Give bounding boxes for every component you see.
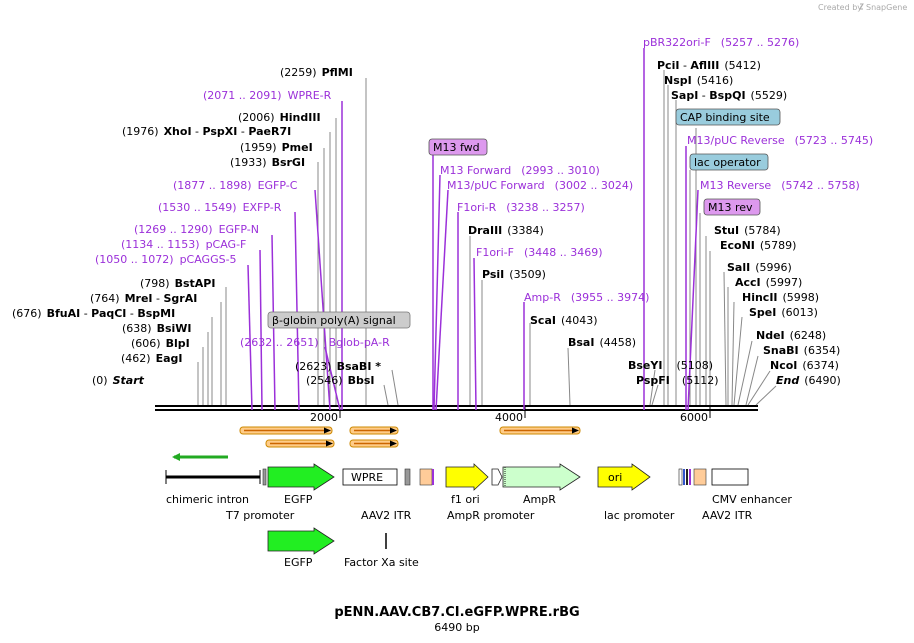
site-label-econi: EcoNI(5789) — [720, 239, 796, 252]
primer-label-bglob-pa-r: (2632 .. 2651)Bglob-pA-R — [240, 336, 390, 349]
primer-label-pcaggs-5: (1050 .. 1072)pCAGGS-5 — [95, 253, 237, 266]
site-label-start: (0)Start — [92, 374, 145, 387]
site-label-draiii: DraIII(3384) — [468, 224, 544, 237]
snapgene-logo-icon — [859, 3, 864, 10]
feature-label-aav2-itr: AAV2 ITR — [361, 509, 412, 522]
primer-label-pcag-f: (1134 .. 1153)pCAG-F — [121, 238, 246, 251]
site-label-bfuai: (676)BfuAI - PaqCI - BspMI — [12, 307, 175, 320]
feature-track: WPRE ori — [165, 463, 749, 555]
site-label-pcii: PciI - AflIII(5412) — [657, 59, 761, 72]
axis-tick-label: 2000 — [310, 411, 338, 424]
primer-label-m13-puc-forward: M13/pUC Forward(3002 .. 3024) — [447, 179, 633, 192]
site-label-snabi: SnaBI(6354) — [763, 344, 840, 357]
svg-text:lac operator: lac operator — [694, 156, 761, 169]
site-label-mrei: (764)MreI - SgrAI — [90, 292, 197, 305]
orf-arrows — [172, 426, 581, 461]
feature-label-aav2-itr-2: AAV2 ITR — [702, 509, 753, 522]
feature-label-cmv-enhancer: CMV enhancer — [712, 493, 792, 506]
axis-tick-label: 4000 — [495, 411, 523, 424]
primer-label-pbr322ori-f: pBR322ori-F(5257 .. 5276) — [643, 36, 799, 49]
svg-text:CAP binding site: CAP binding site — [680, 111, 770, 124]
feature-label-factor-xa: Factor Xa site — [344, 556, 419, 569]
map-length: 6490 bp — [434, 621, 479, 634]
feature-label-ampr-promoter: AmpR promoter — [447, 509, 535, 522]
svg-text:β-globin poly(A) signal: β-globin poly(A) signal — [272, 314, 396, 327]
m13-fwd-label: M13 fwd — [428, 138, 488, 156]
dna-backbone — [155, 405, 758, 411]
ori-box-label: ori — [608, 471, 622, 484]
primer-label-wpre-r: (2071 .. 2091)WPRE-R — [203, 89, 332, 102]
primer-label-amp-r: Amp-R(3955 .. 3974) — [524, 291, 649, 304]
site-label-ndei: NdeI(6248) — [756, 329, 826, 342]
site-label-ncoi: NcoI(6374) — [770, 359, 839, 372]
lac-operator-label: lac operator — [689, 153, 769, 171]
feature-label-lac-promoter: lac promoter — [604, 509, 675, 522]
site-label-bbsi: (2546)BbsI — [306, 374, 374, 387]
credit-text: Created by — [818, 3, 862, 12]
site-label-xhoi: (1976)XhoI - PspXI - PaeR7I — [122, 125, 291, 138]
primer-label-m13-puc-reverse: M13/pUC Reverse(5723 .. 5745) — [687, 134, 873, 147]
primer-label-egfp-n: (1269 .. 1290)EGFP-N — [134, 223, 259, 236]
primer-label-f1ori-r: F1ori-R(3238 .. 3257) — [457, 201, 585, 214]
site-label-spei: SpeI(6013) — [749, 306, 818, 319]
feature-label-egfp: EGFP — [284, 493, 313, 506]
wpre-box-label: WPRE — [351, 471, 383, 484]
bglobin-polya-label: β-globin poly(A) signal — [267, 311, 411, 329]
site-label-sali: SalI(5996) — [727, 261, 792, 274]
svg-text:M13 fwd: M13 fwd — [433, 141, 480, 154]
site-label-eagi: (462)EagI — [121, 352, 183, 365]
site-label-psii: PsiI(3509) — [482, 268, 546, 281]
site-label-nspi: NspI(5416) — [664, 74, 733, 87]
feature-label-ampr: AmpR — [523, 493, 556, 506]
primer-label-m13-forward: M13 Forward(2993 .. 3010) — [440, 164, 600, 177]
axis-tick-label: 6000 — [680, 411, 708, 424]
site-label-blpi: (606)BlpI — [131, 337, 190, 350]
m13-rev-label: M13 rev — [703, 198, 761, 216]
primer-label-f1ori-f: F1ori-F(3448 .. 3469) — [476, 246, 603, 259]
site-label-bseyi: BseYI(5108) — [628, 359, 713, 372]
feature-label-t7-promoter: T7 promoter — [225, 509, 295, 522]
feature-label-chimeric-intron: chimeric intron — [166, 493, 249, 506]
site-label-pmei: (1959)PmeI — [240, 141, 313, 154]
primer-label-m13-reverse: M13 Reverse(5742 .. 5758) — [700, 179, 860, 192]
site-label-pspfi: PspFI(5112) — [636, 374, 718, 387]
site-label-scai: ScaI(4043) — [530, 314, 598, 327]
svg-text:M13 rev: M13 rev — [708, 201, 753, 214]
credit-brand: SnapGene — [866, 3, 907, 12]
site-label-pflmi: (2259)PflMI — [280, 66, 353, 79]
site-label-bsabi: (2623)BsaBI * — [295, 360, 381, 373]
feature-label-f1-ori: f1 ori — [451, 493, 480, 506]
site-label-stui: StuI(5784) — [714, 224, 781, 237]
site-label-bsiwi: (638)BsiWI — [122, 322, 192, 335]
primer-leader-lines — [247, 48, 699, 411]
site-label-hincii: HincII(5998) — [742, 291, 819, 304]
site-label-bsai: BsaI(4458) — [568, 336, 636, 349]
site-label-acci: AccI(5997) — [735, 276, 802, 289]
site-label-sapi: SapI - BspQI(5529) — [671, 89, 787, 102]
cap-binding-site-label: CAP binding site — [675, 108, 781, 126]
map-title: pENN.AAV.CB7.CI.eGFP.WPRE.rBG — [334, 605, 579, 620]
primer-label-exfp-r: (1530 .. 1549)EXFP-R — [158, 201, 282, 214]
site-label-end: End(6490) — [776, 374, 841, 387]
feature-label-egfp-2: EGFP — [284, 556, 313, 569]
site-label-bstapi: (798)BstAPI — [140, 277, 215, 290]
site-label-bsrgi: (1933)BsrGI — [230, 156, 305, 169]
site-label-hindiii: (2006)HindIII — [238, 111, 321, 124]
primer-label-egfp-c: (1877 .. 1898)EGFP-C — [173, 179, 298, 192]
